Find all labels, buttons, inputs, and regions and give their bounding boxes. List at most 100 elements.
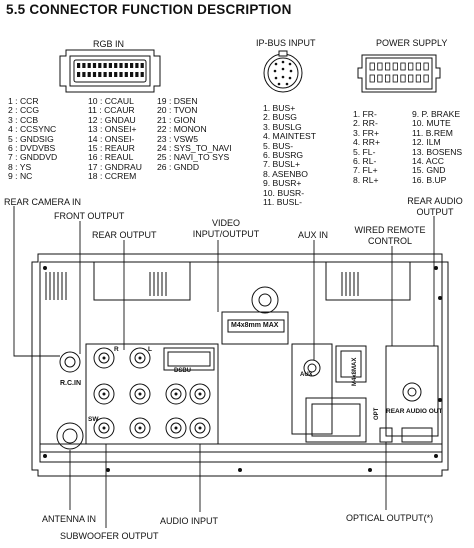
rca-jack bbox=[129, 347, 151, 369]
rear-audio-line2: OUTPUT bbox=[416, 207, 454, 217]
pin-label: 1 : CCR bbox=[8, 96, 39, 106]
pin-label: 3. FR+ bbox=[353, 127, 380, 138]
pin-label: 4 : CCSYNC bbox=[8, 124, 57, 135]
rca-jack-pin bbox=[102, 356, 106, 360]
rgb-pin bbox=[114, 63, 118, 68]
ip-bus-pin bbox=[289, 69, 293, 73]
callout-lines bbox=[13, 206, 435, 528]
video-io-label: VIDEO INPUT/OUTPUT bbox=[190, 218, 262, 240]
rgb-pin bbox=[77, 63, 81, 68]
rear-camera-in-label: REAR CAMERA IN bbox=[4, 197, 82, 207]
pin-label: 4. MAINTEST bbox=[263, 131, 317, 142]
rca-l-mark: L bbox=[148, 346, 152, 353]
antenna-jack bbox=[56, 422, 84, 450]
rgb-pin bbox=[98, 72, 102, 77]
front-output-label: FRONT OUTPUT bbox=[54, 211, 125, 221]
screw2-mark: M4x8MAX bbox=[352, 357, 358, 386]
pin-label: 8 : YS bbox=[8, 161, 32, 172]
chassis-face bbox=[39, 261, 443, 463]
rca-jack-center bbox=[170, 388, 182, 400]
ip-bus-pin bbox=[281, 75, 285, 79]
pin-label: 19 : DSEN bbox=[157, 96, 198, 106]
rgb-pin bbox=[119, 72, 123, 77]
rgb-pin-list-1: 1 : CCR 2 : CCG 3 : CCB 4 : CCSYNC 5 : G… bbox=[8, 96, 57, 182]
pin-label: 14. ACC bbox=[412, 155, 445, 166]
rca-jack bbox=[129, 383, 151, 405]
power-pin bbox=[369, 62, 375, 71]
rca-jacks bbox=[93, 347, 211, 439]
aux-mark: AUX bbox=[300, 372, 313, 378]
pin-label: 23 : VSW5 bbox=[157, 133, 199, 144]
pin-label: 8. ASENBO bbox=[263, 168, 308, 179]
rgb-pin bbox=[108, 63, 112, 68]
wired-remote-line2: CONTROL bbox=[367, 236, 412, 246]
rear-camera-jack bbox=[59, 351, 81, 373]
rgb-pin bbox=[135, 63, 139, 68]
rear-audio-jack bbox=[402, 382, 422, 402]
rca-jack-pin bbox=[174, 392, 178, 396]
screw-boss bbox=[251, 286, 279, 314]
pin-label: 1. BUS+ bbox=[263, 103, 296, 113]
rgb-pin-list-2: 10 : CCAUL 11 : CCAUR 12 : GNDAU 13 : ON… bbox=[88, 96, 142, 182]
pin-label: 7. FL+ bbox=[353, 165, 378, 176]
rca-jack bbox=[165, 383, 187, 405]
rgb-pin bbox=[140, 63, 144, 68]
pin-label: 12 : GNDAU bbox=[88, 114, 136, 125]
ip-bus-pin bbox=[274, 76, 278, 80]
pin-label: 16. B.UP bbox=[412, 174, 447, 185]
rear-audio-output-label: REAR AUDIO OUTPUT bbox=[404, 196, 466, 218]
rgb-pin bbox=[124, 63, 128, 68]
video-io-line2: INPUT/OUTPUT bbox=[192, 229, 260, 239]
pin-label: 11. B.REM bbox=[412, 127, 453, 138]
pin-label: 5 : GNDSIG bbox=[8, 133, 54, 144]
pin-label: 15 : REAUR bbox=[88, 142, 135, 153]
ip-bus-connector bbox=[263, 50, 303, 93]
rca-jack-center bbox=[134, 422, 146, 434]
rgb-pin bbox=[92, 63, 97, 68]
rc-in-mark: R.C.IN bbox=[60, 380, 81, 387]
pin-label: 18 : CCREM bbox=[88, 171, 137, 182]
pin-label: 21 : GION bbox=[157, 114, 196, 125]
optical-output-label: OPTICAL OUTPUT(*) bbox=[346, 513, 434, 523]
rgb-pin bbox=[92, 72, 97, 77]
rca-jack bbox=[189, 417, 211, 439]
rca-jack-pin bbox=[102, 392, 106, 396]
pin-label: 6. RL- bbox=[353, 155, 377, 166]
power-pin bbox=[415, 62, 422, 71]
wired-remote-label: WIRED REMOTE CONTROL bbox=[354, 225, 426, 247]
rgb-pin bbox=[82, 63, 86, 68]
ip-bus-pins bbox=[273, 60, 293, 86]
power-pin bbox=[400, 62, 406, 71]
rgb-pin bbox=[103, 63, 107, 68]
rca-jack bbox=[165, 417, 187, 439]
page-title: 5.5 CONNECTOR FUNCTION DESCRIPTION bbox=[6, 2, 292, 17]
ip-bus-pin bbox=[285, 82, 289, 86]
power-supply-connector bbox=[357, 54, 441, 93]
vent-slots bbox=[45, 272, 359, 300]
rca-jack-pin bbox=[198, 426, 202, 430]
pin-label: 17 : GNDRAU bbox=[88, 161, 142, 172]
rgb-pin bbox=[119, 63, 123, 68]
screw-spec-mark: M4x8mm MAX bbox=[231, 322, 279, 329]
audio-input-label: AUDIO INPUT bbox=[160, 516, 219, 526]
opt-mark: OPT bbox=[374, 407, 380, 420]
pin-label: 26 : GNDD bbox=[157, 161, 200, 172]
antenna-in-label: ANTENNA IN bbox=[42, 514, 97, 524]
rgb-pin bbox=[108, 72, 112, 77]
pin-label: 22 : MONON bbox=[157, 124, 207, 135]
rca-jack-center bbox=[194, 422, 206, 434]
ip-bus-pin bbox=[273, 69, 277, 73]
pin-label: 9. P. BRAKE bbox=[412, 109, 461, 119]
pin-label: 5. BUS- bbox=[263, 140, 294, 151]
pin-label: 16 : REAUL bbox=[88, 152, 134, 163]
power-supply-pins bbox=[369, 62, 429, 83]
wired-remote-line1: WIRED REMOTE bbox=[354, 225, 426, 235]
pin-label: 11 : CCAUR bbox=[88, 105, 135, 116]
pin-label: 3 : CCB bbox=[8, 114, 39, 125]
pin-label: 6 : DVDVBS bbox=[8, 142, 56, 153]
rca-jack-center bbox=[170, 422, 182, 434]
rgb-pin bbox=[87, 63, 91, 68]
power-pin-list-1: 1. FR- 2. RR- 3. FR+ 4. RR+ 5. FL- 6. RL… bbox=[353, 109, 380, 185]
aux-in-label: AUX IN bbox=[298, 230, 329, 240]
